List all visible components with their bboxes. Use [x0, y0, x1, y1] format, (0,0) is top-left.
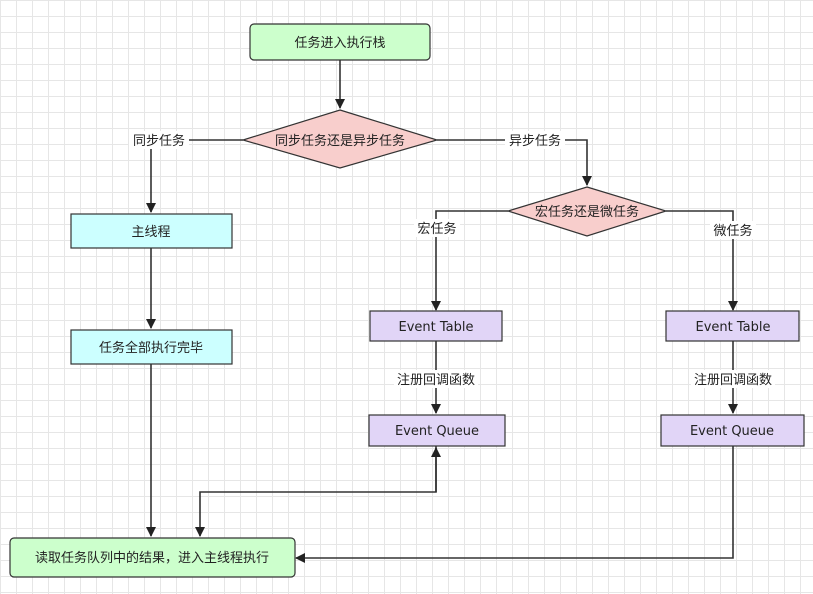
node-all-done-shape	[70, 329, 233, 365]
edge-label-register-micro: 注册回调函数	[694, 373, 772, 388]
edge-label-register-macro: 注册回调函数	[397, 373, 475, 388]
edge-label-micro-bg	[710, 221, 756, 239]
node-decision-sync-label: 同步任务还是异步任务	[275, 133, 405, 149]
node-event-queue-macro: Event Queue	[368, 414, 506, 447]
node-event-table-micro-shape	[665, 310, 800, 342]
node-decision-macro-label: 宏任务还是微任务	[535, 204, 639, 220]
node-decision-macro-shape	[505, 186, 669, 237]
node-main-thread: 主线程	[70, 213, 233, 249]
node-event-table-macro: Event Table	[369, 310, 503, 342]
node-start: 任务进入执行栈	[249, 23, 431, 61]
node-read-queue-shape	[9, 537, 296, 578]
node-event-table-micro: Event Table	[665, 310, 800, 342]
node-read-queue: 读取任务队列中的结果，进入主线程执行	[9, 537, 296, 578]
node-event-queue-micro-shape	[660, 414, 805, 447]
edge-label-async-bg	[505, 131, 565, 149]
edge-label-macro-bg	[414, 219, 460, 237]
edge-micro-to-event-table	[666, 210, 738, 311]
node-event-queue-macro-label: Event Queue	[395, 424, 479, 439]
node-event-table-macro-shape	[369, 310, 503, 342]
edge-async-to-decision-macro	[437, 139, 592, 186]
node-read-queue-label: 读取任务队列中的结果，进入主线程执行	[35, 550, 269, 566]
node-event-queue-micro-label: Event Queue	[690, 424, 774, 439]
edge-macro-to-event-table	[431, 210, 508, 311]
edge-sync-to-main-thread	[146, 139, 243, 213]
node-event-table-macro-label: Event Table	[399, 320, 474, 335]
node-decision-sync: 同步任务还是异步任务	[240, 109, 440, 169]
node-decision-macro: 宏任务还是微任务	[505, 186, 669, 237]
edge-labels: 同步任务 异步任务 宏任务 微任务 注册回调函数 注册回调函数	[129, 131, 775, 388]
node-main-thread-shape	[70, 213, 233, 249]
node-start-shape	[249, 23, 431, 61]
node-all-done: 任务全部执行完毕	[70, 329, 233, 365]
edge-label-sync-bg	[129, 131, 189, 149]
node-event-table-micro-label: Event Table	[696, 320, 771, 335]
node-event-queue-micro: Event Queue	[660, 414, 805, 447]
node-start-label: 任务进入执行栈	[294, 35, 385, 51]
edge-queue-micro-loop	[295, 446, 734, 563]
edge-label-register-micro-bg	[691, 370, 775, 388]
edge-label-register-macro-bg	[394, 370, 478, 388]
edge-label-sync: 同步任务	[133, 133, 185, 149]
edge-label-micro: 微任务	[713, 223, 752, 239]
edge-queue-macro-loop	[195, 446, 437, 537]
node-event-queue-macro-shape	[368, 414, 506, 447]
edge-label-async: 异步任务	[509, 133, 561, 149]
edge-label-macro: 宏任务	[417, 221, 456, 237]
node-main-thread-label: 主线程	[131, 225, 170, 240]
edges	[146, 60, 738, 563]
node-decision-sync-shape	[240, 109, 440, 169]
node-all-done-label: 任务全部执行完毕	[99, 340, 203, 356]
